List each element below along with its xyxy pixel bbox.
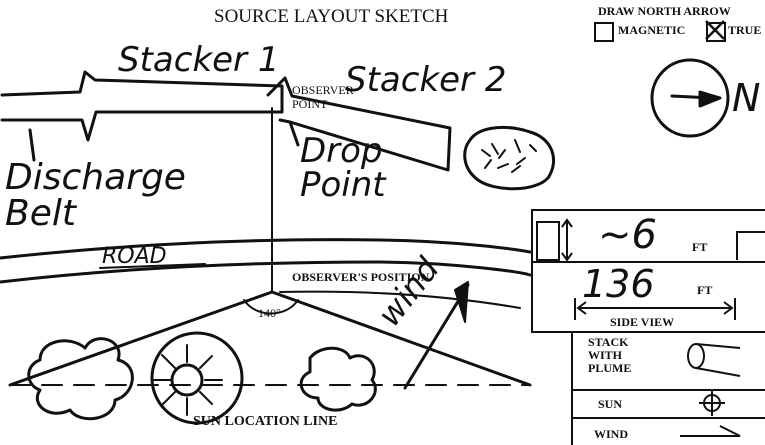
plume-blob-2 [301,348,375,410]
drop-point-label: Drop Point [300,134,410,202]
true-label: TRUE [728,23,761,38]
angle-label: 140° [258,306,281,321]
stacker1-shape [2,72,282,140]
north-arrow-label: DRAW NORTH ARROW [598,4,731,19]
side-view-label: SIDE VIEW [610,315,674,330]
height-value[interactable]: ~6 [598,212,657,258]
distance-value[interactable]: 136 [582,262,655,306]
observer-point-label: OBSERVER POINT [292,83,352,111]
legend-stack-label: STACK WITH PLUME [588,336,648,375]
pile-scribble [465,127,554,188]
sketch-sun [172,365,202,395]
stacker1-label: Stacker 1 [118,40,279,80]
sketch-sun-outer [152,333,242,423]
magnetic-checkbox[interactable] [594,22,614,42]
road-line-upper [0,240,530,258]
sun-location-line-label: SUN LOCATION LINE [193,414,337,430]
plume-blob-1 [29,339,133,419]
stacker2-label: Stacker 2 [345,60,506,100]
distance-unit: FT [697,283,712,298]
road-line-lower [0,262,530,282]
north-arrow-icon [672,92,720,106]
height-unit: FT [692,240,707,255]
magnetic-label: MAGNETIC [618,23,685,38]
road-label: ROAD [102,244,167,269]
north-letter: N [732,76,760,120]
legend-sun-label: SUN [598,397,622,412]
discharge-belt-label: Discharge Belt [5,160,205,232]
legend-wind-label: WIND [594,427,628,442]
true-checkbox[interactable] [706,22,726,42]
form-title: SOURCE LAYOUT SKETCH [214,6,448,28]
